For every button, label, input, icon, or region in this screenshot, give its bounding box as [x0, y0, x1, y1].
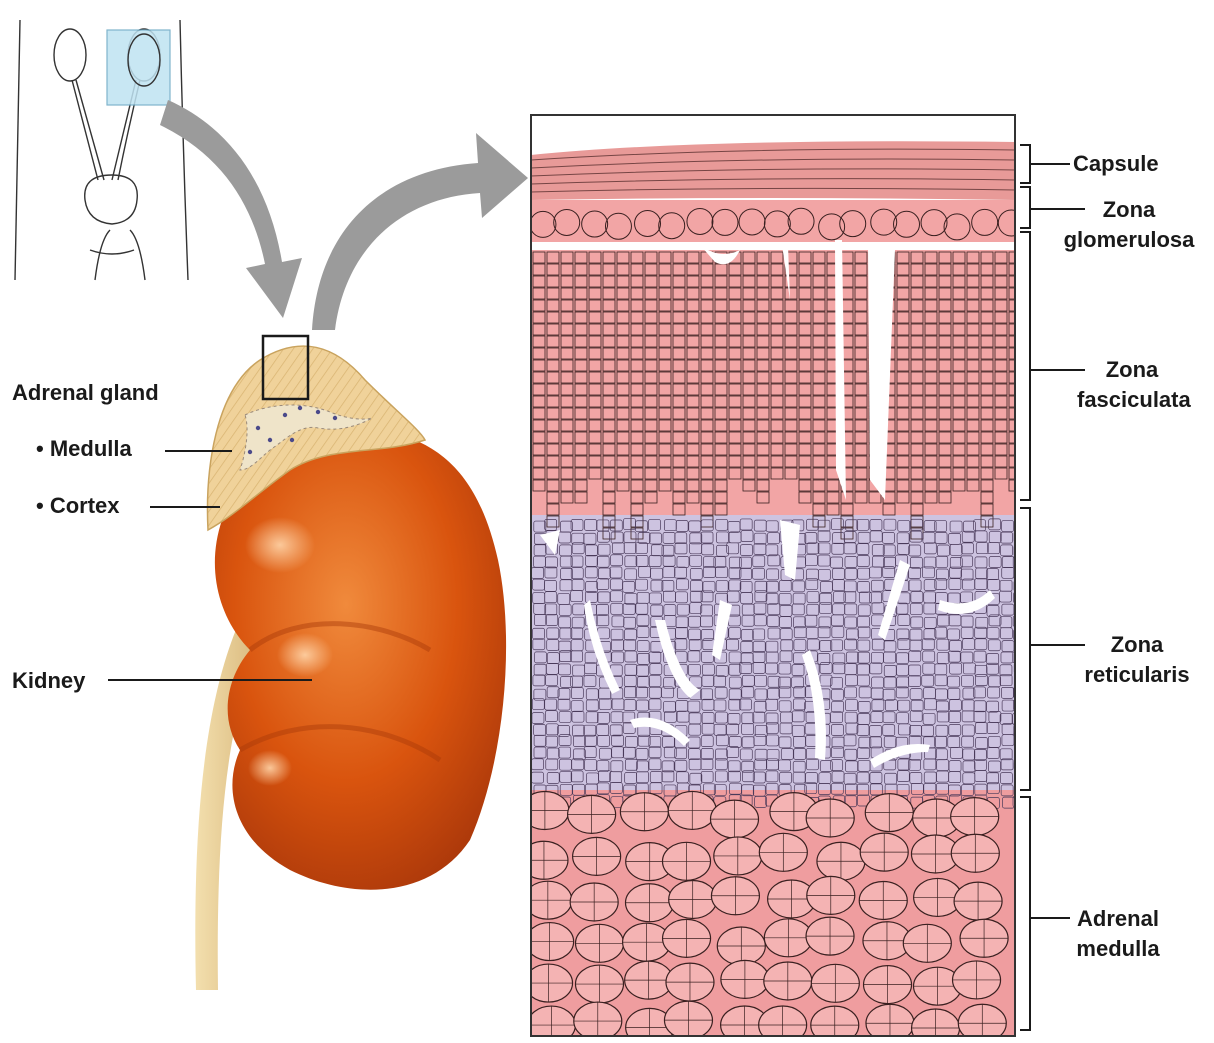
label-cortex: • Cortex [36, 491, 120, 521]
highlight-box [107, 30, 170, 105]
label-zona-fasciculata: Zona fasciculata [1077, 355, 1187, 415]
zone-brackets [1020, 145, 1085, 1030]
arrow-down [160, 100, 302, 318]
label-zona-fasciculata-line1: Zona [1077, 355, 1187, 385]
label-zona-glomerulosa-line2: glomerulosa [1046, 225, 1212, 255]
label-zona-fasciculata-line2: fasciculata [1077, 385, 1187, 415]
label-kidney: Kidney [12, 666, 85, 696]
label-adrenal-medulla-line2: medulla [1068, 934, 1168, 964]
label-zona-reticularis-line1: Zona [1077, 630, 1197, 660]
label-adrenal-gland: Adrenal gland [12, 378, 159, 408]
label-zona-reticularis-line2: reticularis [1077, 660, 1197, 690]
tissue-column [520, 115, 1028, 1038]
label-zona-glomerulosa: Zona glomerulosa [1046, 195, 1212, 255]
label-medulla: • Medulla [36, 434, 132, 464]
arrow-right [312, 133, 528, 330]
label-zona-glomerulosa-line1: Zona [1046, 195, 1212, 225]
kidney [215, 429, 506, 889]
label-adrenal-medulla: Adrenal medulla [1068, 904, 1168, 964]
label-adrenal-medulla-line1: Adrenal [1068, 904, 1168, 934]
label-capsule: Capsule [1073, 149, 1159, 179]
label-zona-reticularis: Zona reticularis [1077, 630, 1197, 690]
